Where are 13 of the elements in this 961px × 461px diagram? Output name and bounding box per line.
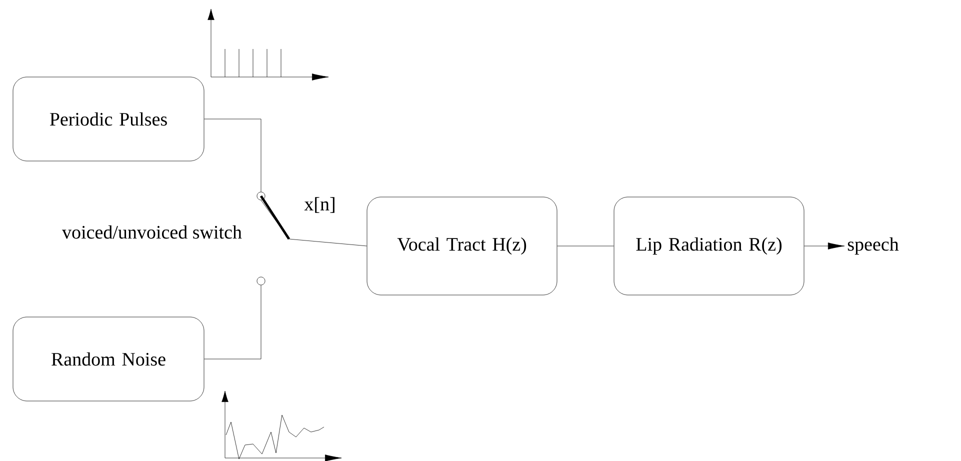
process-box: Random Noise: [12, 316, 204, 402]
edge-label: x[n]: [304, 197, 334, 213]
process-box: Lip Radiation R(z): [614, 196, 804, 296]
connector: [204, 118, 262, 192]
switch-lever: [260, 195, 367, 246]
switch-label: voiced/unvoiced switch: [62, 225, 242, 239]
output-label: speech: [848, 237, 899, 255]
process-box: Periodic Pulses: [12, 76, 204, 162]
connector: [204, 285, 262, 360]
switch-contact: [256, 276, 266, 286]
process-box: Vocal Tract H(z): [366, 196, 558, 296]
switch-contact: [256, 192, 266, 200]
connector: [804, 242, 845, 250]
